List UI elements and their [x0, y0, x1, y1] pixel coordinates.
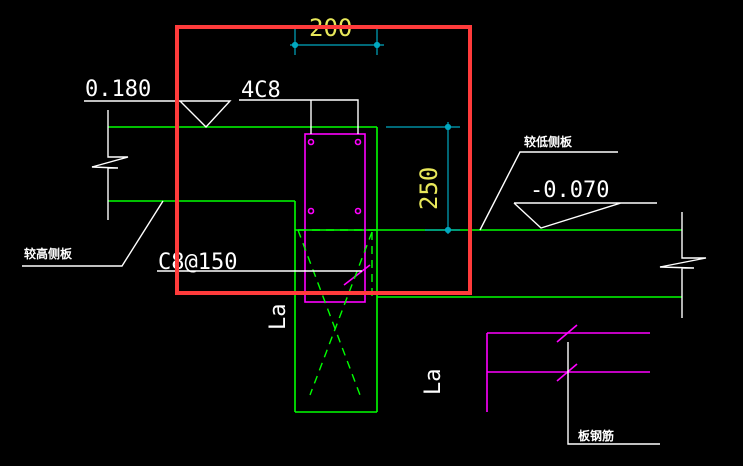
leader-slab-rebar	[567, 342, 660, 445]
leader-side-high	[22, 200, 164, 267]
anchor-right-label: La	[421, 369, 446, 396]
anchor-dash-diag	[297, 229, 361, 396]
leader-side-low	[479, 151, 618, 231]
annotations	[22, 99, 707, 445]
rebar-dot	[307, 138, 315, 146]
highlight-box	[175, 25, 472, 295]
dimensions	[290, 28, 460, 234]
slab-rebar-tick	[556, 363, 578, 382]
stirrup-rect	[304, 133, 366, 303]
break-line-left	[91, 110, 129, 220]
break-line-right	[659, 212, 707, 318]
dim-height-label: 250	[415, 167, 443, 210]
rebar-dot	[354, 138, 362, 146]
elev-high-symbol	[84, 100, 232, 129]
side-high-label: 较高侧板	[24, 246, 73, 261]
elev-low-label: -0.070	[530, 178, 609, 203]
slab-rebar-label: 板钢筋	[578, 428, 614, 443]
anchor-bars	[297, 229, 377, 396]
dim-tick	[291, 41, 299, 49]
dim-tick	[373, 41, 381, 49]
elev-low-symbol	[513, 202, 657, 229]
anchor-dash-diag	[309, 231, 373, 396]
side-low-label: 较低侧板	[524, 134, 573, 149]
dim-tick	[444, 123, 452, 131]
dim-tick	[444, 226, 452, 234]
stirrup-label: C8@150	[158, 250, 237, 275]
rebar-dot	[354, 207, 362, 215]
leader-4c8	[239, 99, 359, 134]
elev-high-label: 0.180	[85, 77, 151, 102]
anchor-left-label: La	[266, 304, 291, 331]
slab-rebar-tick	[556, 324, 578, 343]
rebar-dot	[307, 207, 315, 215]
rebar-top-label: 4C8	[241, 78, 281, 103]
rebar	[304, 133, 650, 412]
stirrup-hook	[343, 264, 371, 286]
